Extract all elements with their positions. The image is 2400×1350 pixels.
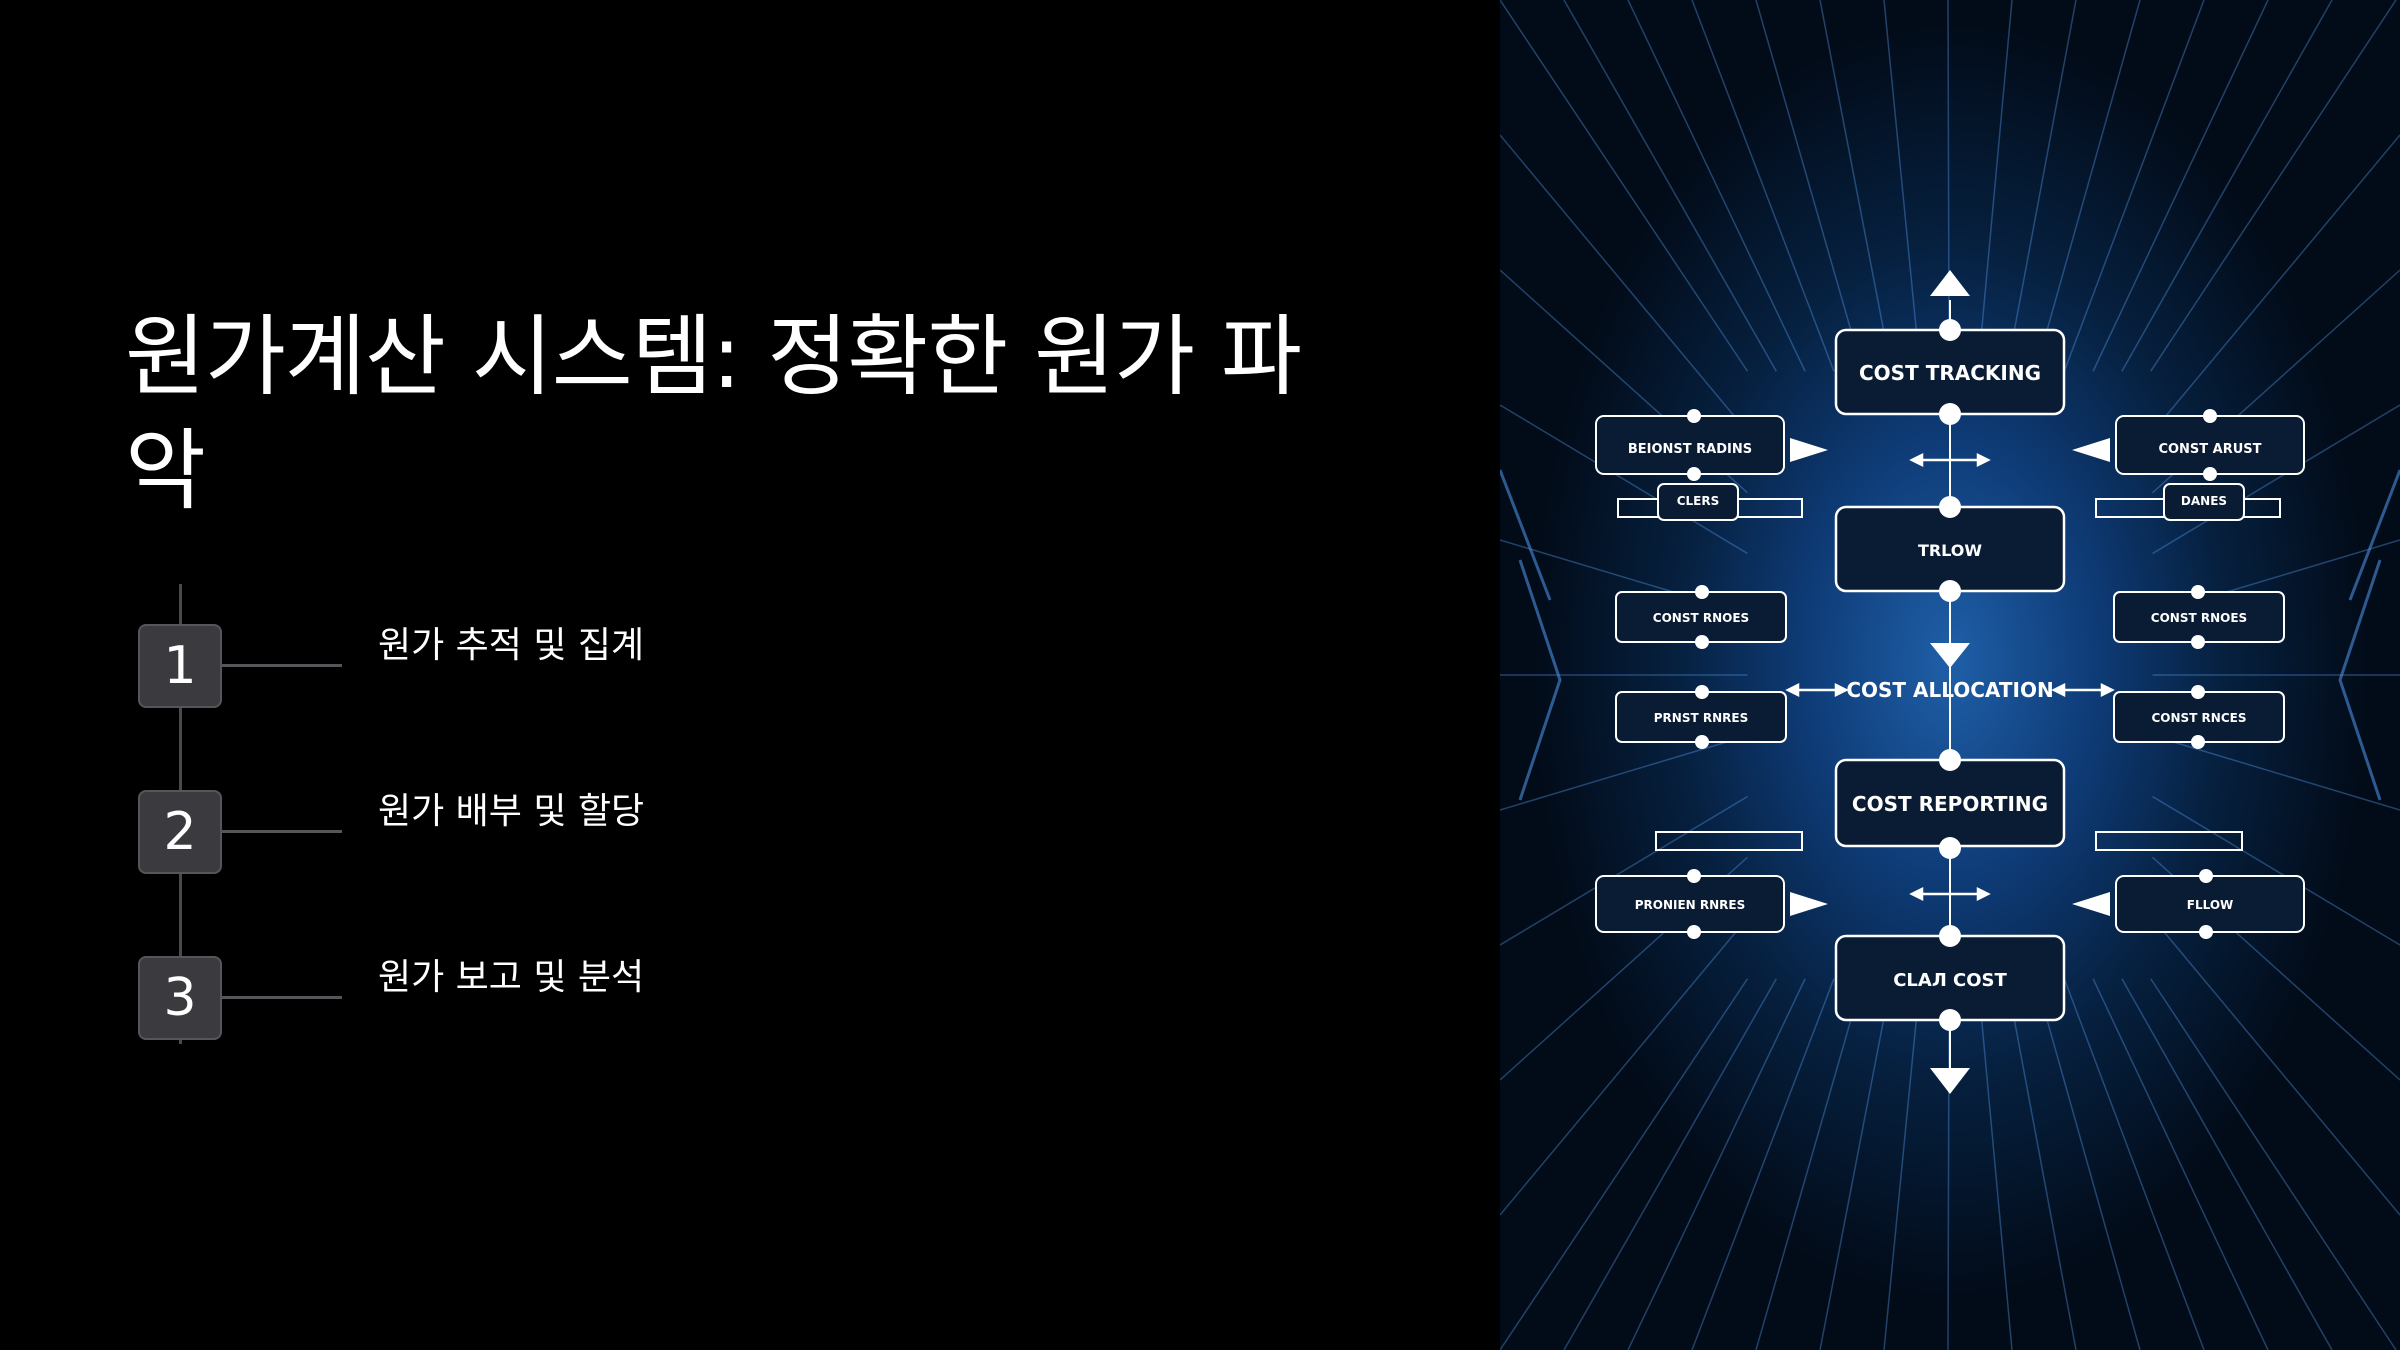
light-ray	[1819, 0, 1893, 372]
left-box-1: BEIONST RADINS	[1595, 409, 1785, 481]
light-ray	[1500, 0, 1749, 372]
light-ray	[2092, 978, 2269, 1350]
content-panel: 원가계산 시스템: 정확한 원가 파악 1 원가 추적 및 집계 2 원가 배부…	[125, 305, 1303, 1044]
light-ray	[1563, 0, 1777, 372]
light-ray	[1627, 0, 1806, 372]
light-ray	[2092, 0, 2269, 372]
light-ray	[2152, 404, 2400, 555]
light-ray	[2034, 0, 2141, 372]
light-ray	[1755, 0, 1864, 372]
left-box-label: BEIONST RADINS	[1628, 442, 1752, 457]
right-box-1: CONST ARUST	[2115, 409, 2305, 481]
center-box-clan-cost: CLAЛ COST	[1834, 925, 2066, 1031]
light-ray	[1563, 978, 1777, 1350]
light-ray	[2121, 978, 2333, 1350]
light-ray	[1819, 978, 1893, 1350]
light-ray	[2152, 795, 2400, 946]
up-arrow-icon	[1930, 270, 1970, 296]
step-1-label: 원가 추적 및 집계	[378, 625, 645, 666]
down-arrow-icon	[1930, 1068, 1970, 1094]
step-2-connector	[222, 830, 342, 833]
light-ray	[1500, 134, 1749, 433]
right-box-label: DANES	[2181, 494, 2227, 508]
center-box-label: COST REPORTING	[1852, 792, 2048, 816]
light-ray	[1977, 978, 2013, 1350]
flow-diagram: COST TRACKING TRLOW COST ALLOCATION COST…	[1500, 0, 2400, 1350]
left-box-label: PRNST RNRES	[1654, 711, 1748, 725]
left-box-label: PRONIEN RNRES	[1635, 898, 1746, 912]
left-box-label: CONST RNOES	[1653, 611, 1749, 625]
right-box-label: FLLOW	[2187, 898, 2234, 912]
right-box-label: CONST RNOES	[2151, 611, 2247, 625]
light-ray	[1883, 978, 1922, 1350]
light-ray	[2150, 978, 2397, 1350]
center-box-cost-reporting: COST REPORTING	[1834, 749, 2066, 859]
light-ray	[1755, 978, 1864, 1350]
light-ray	[1947, 0, 1950, 372]
step-2-badge: 2	[138, 790, 222, 874]
center-box-label: TRLOW	[1918, 541, 1982, 560]
light-ray	[1691, 978, 1835, 1350]
light-ray	[1691, 0, 1835, 372]
step-3-badge: 3	[138, 956, 222, 1040]
step-3-connector	[222, 996, 342, 999]
light-ray	[2063, 0, 2205, 372]
light-ray	[1947, 978, 1950, 1350]
center-box-label: CLAЛ COST	[1893, 970, 2007, 991]
right-box-label: CONST ARUST	[2158, 442, 2261, 457]
right-box-3: CONST RNOES	[2113, 585, 2285, 649]
cost-allocation-label: COST ALLOCATION	[1846, 678, 2053, 702]
center-box-trlow: TRLOW	[1834, 496, 2066, 602]
light-ray	[2034, 978, 2141, 1350]
light-ray	[1500, 735, 1748, 811]
light-ray	[2005, 0, 2077, 372]
right-box-2: DANES	[2163, 483, 2245, 521]
left-box-4: PRNST RNRES	[1615, 685, 1787, 749]
light-ray	[1500, 917, 1749, 1216]
light-ray	[2150, 0, 2397, 372]
light-ray	[2063, 978, 2205, 1350]
light-ray	[1977, 0, 2013, 372]
step-1-connector	[222, 664, 342, 667]
left-box-3: CONST RNOES	[1615, 585, 1787, 649]
light-ray	[1500, 404, 1748, 555]
light-ray	[2005, 978, 2077, 1350]
right-box-5: FLLOW	[2115, 869, 2305, 939]
diagram-illustration: COST TRACKING TRLOW COST ALLOCATION COST…	[1500, 0, 2400, 1350]
side-arrows	[1790, 438, 2110, 916]
slide-title: 원가계산 시스템: 정확한 원가 파악	[125, 305, 1302, 522]
step-2-label: 원가 배부 및 할당	[378, 791, 645, 832]
light-ray	[1883, 0, 1922, 372]
light-ray	[2151, 917, 2400, 1216]
light-ray	[2121, 0, 2333, 372]
step-1-badge: 1	[138, 624, 222, 708]
double-arrows	[1785, 452, 2115, 902]
right-box-label: CONST RNCES	[2152, 711, 2247, 725]
light-ray	[1500, 795, 1748, 946]
right-box-4: CONST RNCES	[2113, 685, 2285, 749]
center-box-label: COST TRACKING	[1859, 361, 2041, 385]
left-box-label: CLERS	[1677, 494, 1720, 508]
center-box-cost-tracking: COST TRACKING	[1834, 319, 2066, 425]
light-ray	[1627, 978, 1806, 1350]
left-box-2: CLERS	[1657, 483, 1739, 521]
down-arrow-icon	[1930, 643, 1970, 668]
light-ray	[2151, 134, 2400, 433]
left-box-5: PRONIEN RNRES	[1595, 869, 1785, 939]
light-ray	[1500, 978, 1749, 1350]
light-rays	[1500, 0, 2400, 1350]
side-chevrons	[1500, 469, 2400, 801]
step-3-label: 원가 보고 및 분석	[378, 957, 645, 998]
light-ray	[2152, 735, 2400, 811]
